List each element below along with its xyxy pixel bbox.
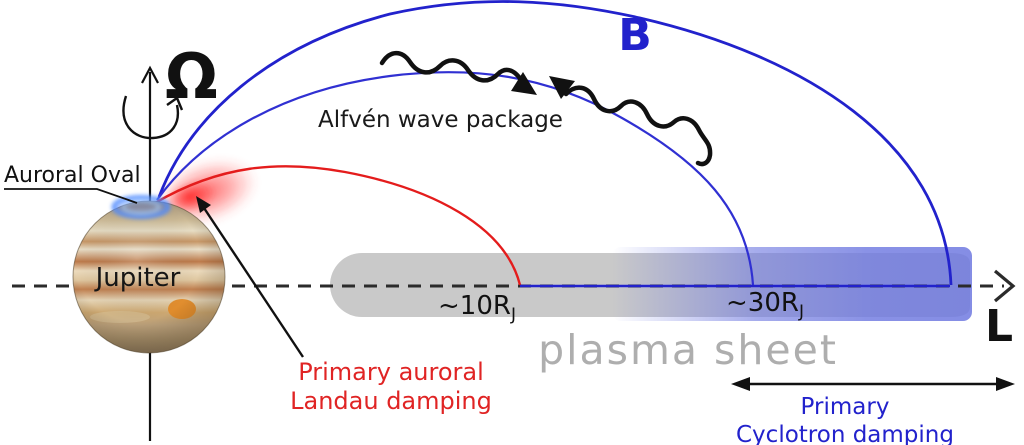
alfven-wave-label: Alfvén wave package <box>318 107 563 133</box>
landau-label-line1: Primary auroral <box>298 358 484 386</box>
alfven-arrowhead-left-icon <box>549 76 575 99</box>
field-line-outer-blue <box>157 0 953 286</box>
r30-main: ~30R <box>726 288 799 318</box>
field-line-red <box>154 165 522 286</box>
rotation-loop-arrow-icon <box>122 95 180 140</box>
cyclotron-arrowhead-right-icon <box>996 377 1015 391</box>
rotation-omega-label: Ω <box>165 40 218 113</box>
r30-sub: J <box>798 302 804 322</box>
landau-arrow-line <box>203 207 304 358</box>
alfven-wave-right <box>563 85 713 167</box>
r10-main: ~10R <box>438 291 511 321</box>
landau-label-line2: Landau damping <box>290 387 492 415</box>
auroral-oval-label: Auroral Oval <box>4 163 141 188</box>
cyclotron-label-line1: Primary <box>801 394 890 420</box>
jupiter-shading <box>73 201 225 353</box>
r10-sub: J <box>510 305 516 325</box>
plasma-sheet-label: plasma sheet <box>538 326 838 374</box>
rotation-loop-arrowhead-icon <box>166 96 184 111</box>
alfven-wave <box>379 50 713 167</box>
rotation-axis-arrowhead-icon <box>141 65 159 84</box>
field-line-inner-blue <box>156 71 755 286</box>
alfven-arrowhead-right-icon <box>511 72 537 95</box>
r30-marker-label: ~30RJ <box>726 288 804 322</box>
alfven-wave-left <box>379 50 524 83</box>
l-axis-label: L <box>985 301 1013 352</box>
cyclotron-arrowhead-left-icon <box>731 377 750 391</box>
landau-arrowhead-icon <box>196 196 211 213</box>
auroral-oval-glow <box>111 195 171 219</box>
auroral-oval-leader-line <box>4 188 138 204</box>
plasma-sheet-blue-overlay <box>612 247 972 321</box>
jupiter-planet <box>72 195 226 354</box>
cyclotron-label-line2: Cyclotron damping <box>736 422 954 445</box>
b-field-label: B <box>618 10 652 61</box>
r10-marker-label: ~10RJ <box>438 291 516 325</box>
jupiter-label: Jupiter <box>94 263 181 293</box>
cyclotron-extent-arrow <box>731 377 1015 391</box>
equatorial-axis-arrowhead-icon <box>993 269 1016 303</box>
